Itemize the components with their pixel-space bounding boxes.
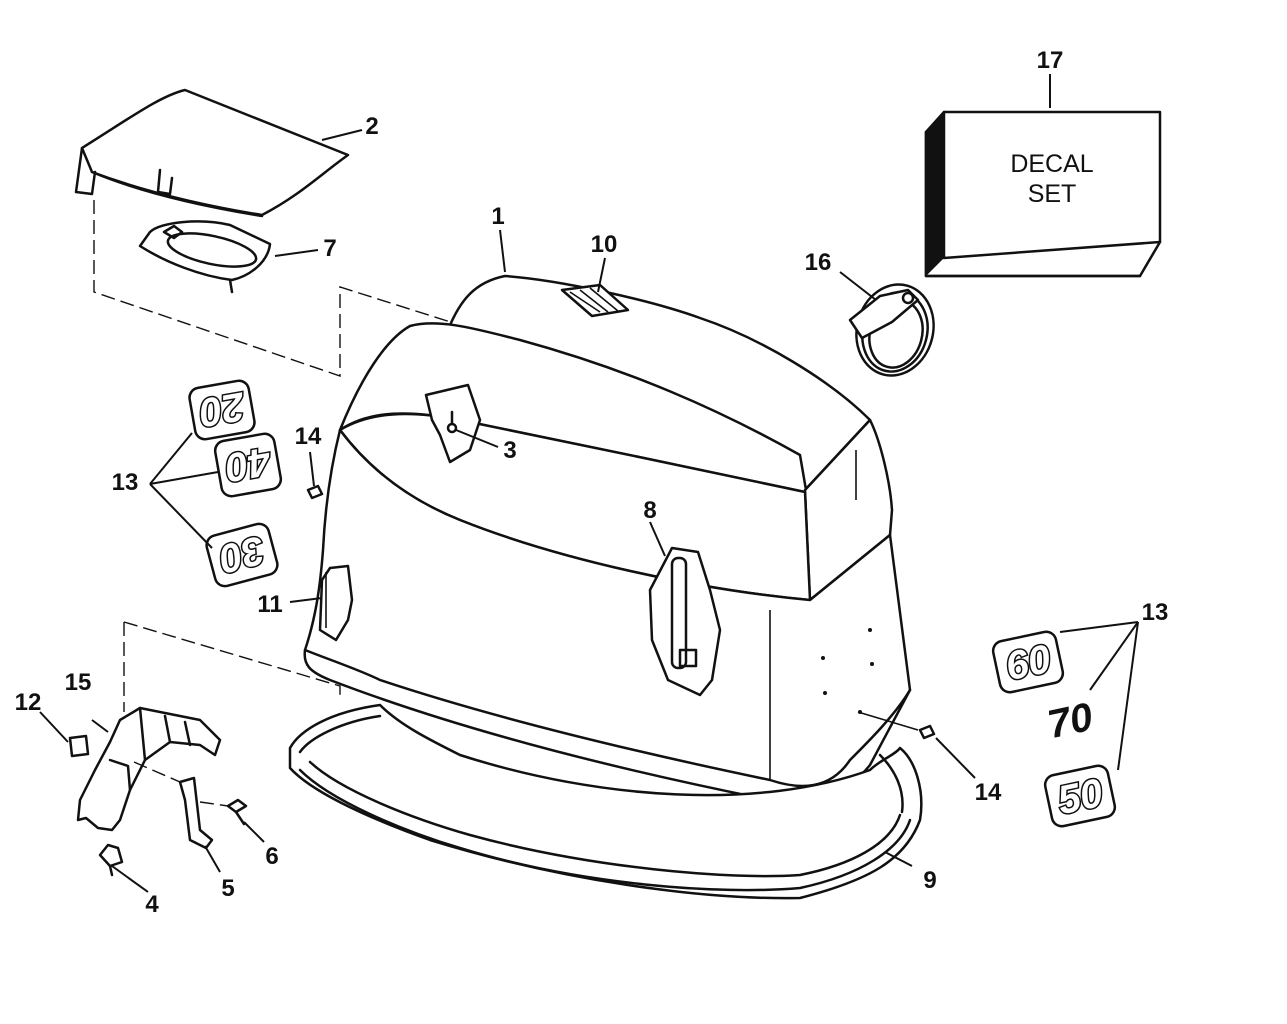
callout-6: 6 (265, 843, 278, 870)
decal-set-box-part-17: DECAL SET (924, 110, 1162, 278)
emblem-decals-right: 60 70 50 (991, 630, 1117, 828)
vent-grille-part-10 (560, 283, 630, 318)
callout-10: 10 (591, 231, 618, 258)
wire-harness-part-16 (848, 283, 935, 377)
callout-11: 11 (257, 591, 282, 618)
emblem-decals-left: 20 40 30 (188, 379, 283, 588)
emblem-right-1: 60 (1002, 637, 1055, 689)
latch-plate-part-3 (424, 383, 482, 464)
callout-13-right: 13 (1142, 599, 1169, 626)
callout-5: 5 (221, 875, 234, 902)
clip-part-5 (178, 776, 214, 850)
nut-part-12 (68, 734, 90, 758)
bracket-part-15 (76, 706, 222, 832)
decal-box-line-2: SET (1028, 180, 1077, 208)
callout-17: 17 (1037, 47, 1064, 74)
side-seal-part-11 (318, 564, 354, 642)
callout-2: 2 (365, 113, 378, 140)
callout-14-right: 14 (975, 779, 1002, 806)
callout-15: 15 (65, 669, 92, 696)
screw-part-14-left (306, 484, 324, 500)
screw-part-14-right (857, 711, 936, 740)
gasket-part-7 (138, 220, 272, 294)
leader-lines (39, 74, 1139, 893)
callout-9: 9 (923, 867, 936, 894)
callout-12: 12 (15, 689, 42, 716)
decal-box-line-1: DECAL (1010, 150, 1093, 178)
push-rivet-part-4 (98, 843, 124, 877)
callout-1: 1 (491, 203, 504, 230)
screw-part-6 (226, 798, 248, 826)
callout-13-left: 13 (112, 469, 139, 496)
callout-labels: 2 7 1 10 3 8 17 16 11 14 13 13 14 9 15 1… (15, 47, 1169, 918)
callout-16: 16 (805, 249, 832, 276)
emblem-left-1: 20 (196, 383, 248, 434)
callout-7: 7 (323, 235, 336, 262)
top-cover-part-2 (74, 88, 350, 218)
bottom-seal-part-9 (288, 703, 923, 900)
callout-14-left: 14 (295, 423, 322, 450)
callout-4: 4 (145, 891, 159, 918)
emblem-right-2: 70 (1044, 695, 1097, 747)
latch-part-8 (648, 546, 722, 697)
callout-3: 3 (503, 437, 516, 464)
emblem-left-2: 40 (222, 438, 274, 489)
callout-8: 8 (643, 497, 656, 524)
emblem-right-3: 50 (1054, 771, 1107, 823)
